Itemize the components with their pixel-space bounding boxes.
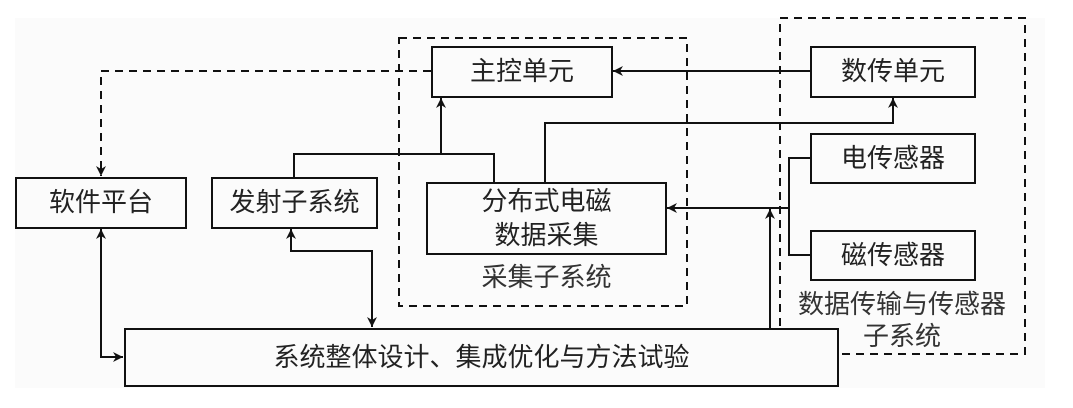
electric-sensor-label: 电传感器 [840,143,945,174]
magnetic-sensor-node: 磁传感器 [810,230,976,281]
software-platform-node: 软件平台 [15,177,187,229]
distributed-em-label-line2: 数据采集 [494,220,599,251]
transmission-sensor-subsystem-group [779,17,1026,355]
edge-transmitter-system-design [286,229,377,327]
software-platform-label: 软件平台 [48,188,153,218]
edge-acquisition-to-data-unit [544,98,898,182]
edge-electric-sensor [788,157,810,256]
transmitter-subsystem-node: 发射子系统 [211,177,378,229]
transmission-sensor-label-line1: 数据传输与传感器 [797,290,1006,320]
system-design-label: 系统整体设计、集成优化与方法试验 [273,342,690,373]
distributed-em-acquisition-node: 分布式电磁 数据采集 [426,182,667,255]
magnetic-sensor-label: 磁传感器 [840,240,945,271]
data-transmission-unit-node: 数传单元 [810,46,976,98]
data-transmission-unit-label: 数传单元 [840,57,945,87]
edge-transmitter-branch [293,153,495,182]
system-design-node: 系统整体设计、集成优化与方法试验 [124,328,839,387]
transmission-sensor-label-line2: 子系统 [862,322,941,352]
transmitter-subsystem-label: 发射子系统 [229,188,360,218]
acquisition-subsystem-label: 采集子系统 [481,263,612,293]
distributed-em-label-line1: 分布式电磁 [481,186,612,217]
edge-software-system-design [96,229,123,362]
main-control-unit-node: 主控单元 [431,46,613,98]
transmission-sensor-subsystem-label: 数据传输与传感器 子系统 [782,289,1022,353]
main-control-unit-label: 主控单元 [469,57,574,87]
electric-sensor-node: 电传感器 [810,133,976,184]
acquisition-subsystem-group [398,37,688,307]
edge-main-control-to-software [96,70,431,176]
